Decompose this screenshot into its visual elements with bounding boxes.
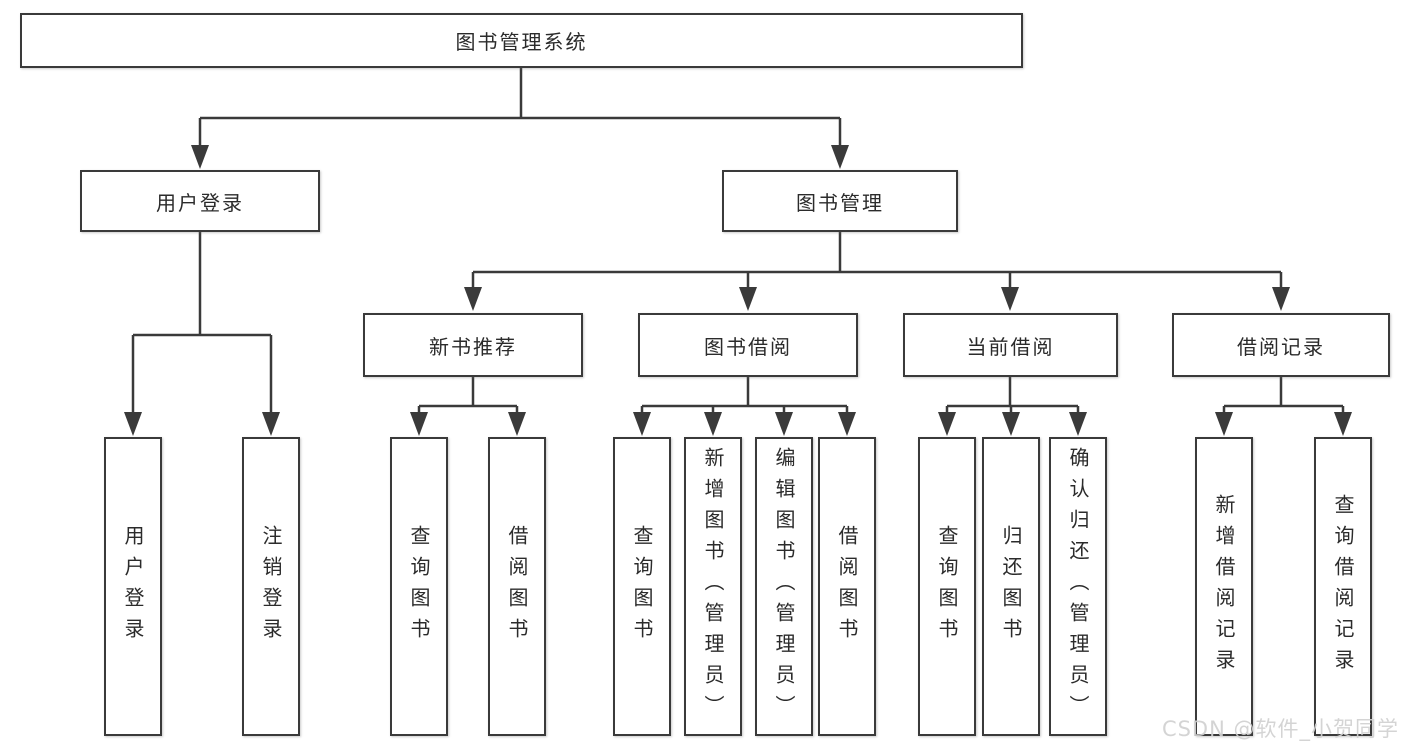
connector-root-to-level2 [191, 68, 849, 169]
leaf-return-books: 归还图书 [982, 437, 1040, 736]
leaf-borrow-books: 借阅图书 [818, 437, 876, 736]
node-new-book-recommend: 新书推荐 [363, 313, 583, 377]
csdn-watermark: CSDN @软件_小贺同学 [1161, 717, 1399, 741]
node-current-borrowing-label: 当前借阅 [966, 334, 1055, 359]
node-book-borrowing-label: 图书借阅 [704, 334, 792, 359]
node-root-system-label: 图书管理系统 [455, 30, 588, 54]
node-user-login-label: 用户登录 [156, 190, 244, 215]
leaf-user-login: 用户登录 [104, 437, 162, 736]
leaf-confirm-return-admin: 确认归还（管理员） [1049, 437, 1107, 736]
node-root-system: 图书管理系统 [20, 13, 1023, 68]
leaf-logout-label: 注销登录 [259, 524, 283, 649]
leaf-current-query-books: 查询图书 [918, 437, 976, 736]
connector-book-borrow-children [633, 377, 856, 436]
leaf-recommend-borrow-books: 借阅图书 [488, 437, 546, 736]
connector-borrow-records-children [1215, 377, 1352, 436]
leaf-user-login-label: 用户登录 [121, 524, 145, 649]
leaf-borrow-books-label: 借阅图书 [835, 524, 859, 649]
node-borrow-records: 借阅记录 [1172, 313, 1390, 377]
connector-current-borrow-children [938, 377, 1087, 436]
leaf-query-borrow-record-label: 查询借阅记录 [1331, 493, 1355, 680]
leaf-confirm-return-admin-label: 确认归还（管理员） [1066, 447, 1090, 726]
leaf-borrowing-query-books-label: 查询图书 [630, 524, 654, 649]
leaf-add-borrow-record-label: 新增借阅记录 [1212, 493, 1236, 680]
leaf-add-borrow-record: 新增借阅记录 [1195, 437, 1253, 736]
node-book-borrowing: 图书借阅 [638, 313, 858, 377]
leaf-logout: 注销登录 [242, 437, 300, 736]
leaf-return-books-label: 归还图书 [999, 524, 1023, 649]
leaf-edit-books-admin: 编辑图书（管理员） [755, 437, 813, 736]
leaf-recommend-query-books-label: 查询图书 [407, 524, 431, 649]
leaf-recommend-query-books: 查询图书 [390, 437, 448, 736]
connector-book-mgmt-to-level3 [464, 232, 1290, 311]
node-book-management-label: 图书管理 [796, 190, 884, 215]
connector-user-login-children [124, 232, 280, 436]
leaf-borrowing-query-books: 查询图书 [613, 437, 671, 736]
leaf-query-borrow-record: 查询借阅记录 [1314, 437, 1372, 736]
leaf-add-books-admin-label: 新增图书（管理员） [701, 447, 725, 726]
leaf-recommend-borrow-books-label: 借阅图书 [505, 524, 529, 649]
node-current-borrowing: 当前借阅 [903, 313, 1118, 377]
node-new-book-recommend-label: 新书推荐 [429, 334, 517, 359]
node-borrow-records-label: 借阅记录 [1237, 334, 1325, 359]
node-book-management: 图书管理 [722, 170, 958, 232]
leaf-add-books-admin: 新增图书（管理员） [684, 437, 742, 736]
leaf-edit-books-admin-label: 编辑图书（管理员） [772, 447, 796, 726]
leaf-current-query-books-label: 查询图书 [935, 524, 959, 649]
connector-new-rec-children [410, 377, 526, 436]
node-user-login: 用户登录 [80, 170, 320, 232]
